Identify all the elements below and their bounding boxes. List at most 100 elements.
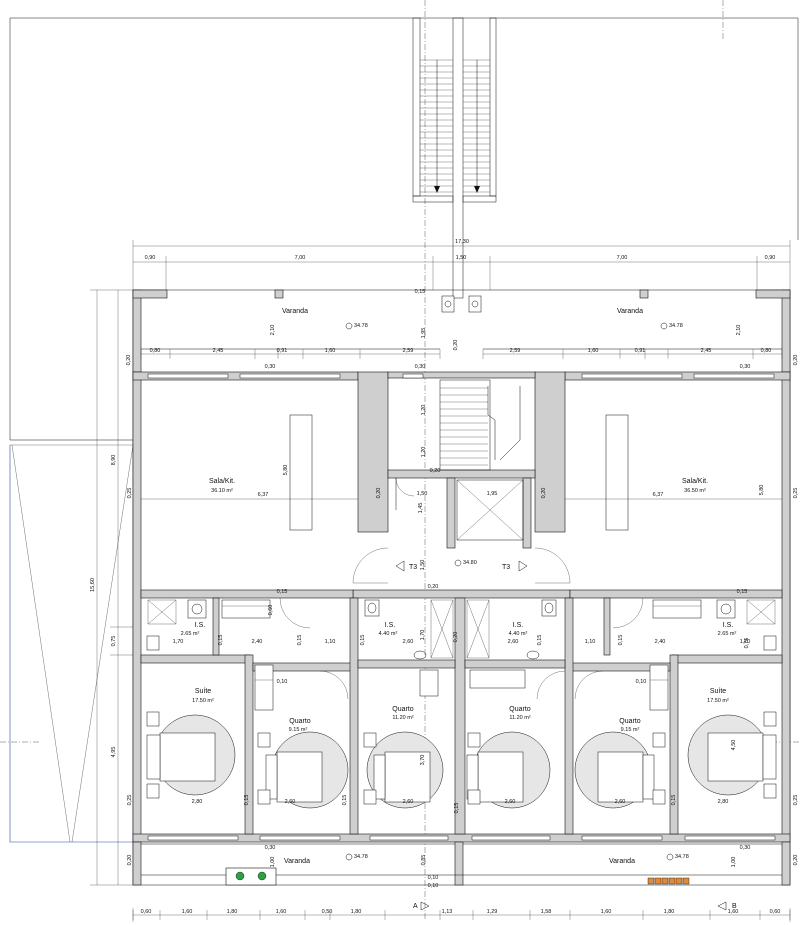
stair-core: 1,20 1,20 0,20 1,50 1,95 1,45 1,50 0,20 … [352,379,571,590]
dim-bottom-8: 1,58 [541,909,552,915]
section-b-label: B [732,903,737,910]
dim-015-left: 0,15 [277,589,288,595]
bedrooms: Suíte 17.50 m² 2,80 0,25 Quarto 9.15 m² … [127,664,799,814]
dim-085: 0,85 [421,855,427,866]
dim-260-q3: 2,60 [505,799,516,805]
dim-020-right: 0,20 [793,355,799,366]
dim-varanda-7: 0,91 [635,348,646,354]
level-marker-icon [345,853,353,861]
dim-025-br: 0,25 [793,795,799,806]
dim-025-left: 0,25 [127,488,133,499]
dim-015-sr: 0,15 [537,635,543,646]
dim-bottom-4: 0,50 [322,909,333,915]
dim-170-right: 1,70 [740,639,751,645]
dim-075-right: 0,75 [744,638,750,649]
quarto-b-area: 11.20 m² [392,715,413,721]
brick-planter [647,877,690,885]
dim-580-right: 5,80 [759,485,765,496]
dim-100-right: 1,00 [731,857,737,868]
dim-170-left: 1,70 [173,639,184,645]
dim-020-c2: 0,20 [453,632,459,643]
dim-bottom-7: 1,29 [487,909,498,915]
dim-varanda-8: 2,45 [701,348,712,354]
brick [668,877,676,885]
dim-020-c: 0,20 [430,468,441,474]
plant-icon [257,871,267,881]
level-varanda-bottom-left: 34.78 [354,854,368,860]
dim-020-bl: 0,20 [127,855,133,866]
sala-left: Sala/Kit. 36.10 m² 6,37 5,80 0,25 [127,414,358,531]
dim-015-a: 0,15 [218,635,224,646]
dim-030-left: 0,30 [265,364,276,370]
dim-top-2: 1,50 [456,255,467,261]
dim-210-left: 2,10 [270,325,276,336]
level-marker-icon [660,322,668,330]
dimensions-top: 17,30 0,90 7,00 1,50 7,00 0,90 [132,239,791,290]
dim-left-lower: 4,95 [111,747,117,758]
dim-030-stair: 0,30 [415,364,426,370]
dim-015-d: 0,15 [360,635,366,646]
varanda-top-left-label: Varanda [282,308,308,315]
suite-left-label: Suíte [195,688,211,695]
level-marker-icon [345,322,353,330]
dim-bottom-2: 1,80 [227,909,238,915]
dim-100-left: 1,00 [270,857,276,868]
quarto-b-label: Quarto [392,706,414,713]
section-b-arrow-icon [717,901,727,911]
dim-varanda-6: 1,60 [588,348,599,354]
dim-025-right: 0,25 [793,488,799,499]
dim-bottom-1: 1,60 [182,909,193,915]
sala-right-area: 36.50 m² [684,488,706,494]
dim-020-left: 0,20 [126,355,132,366]
is-outer-left-label: I.S. [195,622,206,629]
dim-varanda-9: 0,80 [761,348,772,354]
dim-010-a: 0,10 [277,679,288,685]
dim-varanda-2: 0,91 [277,348,288,354]
windows [147,373,776,841]
brick [654,877,662,885]
is-inner-right-area: 4.40 m² [509,631,528,637]
bathrooms: I.S. 2.65 m² 1,70 I.S. 2.65 m² 1,70 2,40… [146,589,777,660]
quarto-d-area: 9.15 m² [621,727,640,733]
dim-637-right: 6,37 [653,492,664,498]
dim-010-d: 0,10 [428,883,439,889]
is-inner-right-label: I.S. [513,622,524,629]
dim-020-hall-l: 0,20 [376,488,382,499]
dim-110-left: 1,10 [325,639,336,645]
dim-260-q4: 2,60 [615,799,626,805]
dim-015-right: 0,15 [737,589,748,595]
sala-right-label: Sala/Kit. [682,478,708,485]
dim-bottom-3: 1,60 [276,909,287,915]
dim-010-c: 0,10 [428,875,439,881]
dim-varanda-4: 2,59 [403,348,414,354]
t3-left-label: T3 [409,564,417,571]
dim-240-right: 2,40 [655,639,666,645]
dim-015-q3: 0,15 [454,803,460,814]
dim-left-upper: 8,90 [111,455,117,466]
dim-170-c: 1,70 [420,630,426,641]
dim-015-qr: 0,15 [671,795,677,806]
planter [225,867,277,886]
dim-020-hall-r: 0,20 [541,488,547,499]
dim-280-left: 2,80 [192,799,203,805]
dim-150-hall: 1,50 [417,491,428,497]
suite-right-area: 17.50 m² [707,698,729,704]
is-outer-right-area: 2.65 m² [718,631,737,637]
is-outer-right-label: I.S. [723,622,734,629]
dim-top-4: 0,90 [765,255,776,261]
quarto-d-label: Quarto [619,718,641,725]
level-marker-icon [454,559,462,567]
brick [675,877,683,885]
dim-025-bl: 0,25 [127,795,133,806]
dim-580-left: 5,80 [283,465,289,476]
varanda-top-right-label: Varanda [617,308,643,315]
brick [647,877,655,885]
dim-bottom-11: 1,60 [728,909,739,915]
dim-195-lift: 1,95 [487,491,498,497]
quarto-c-label: Quarto [509,706,531,713]
dim-020-hall-b: 0,20 [428,584,439,590]
dim-total-width: 17,30 [455,239,469,245]
